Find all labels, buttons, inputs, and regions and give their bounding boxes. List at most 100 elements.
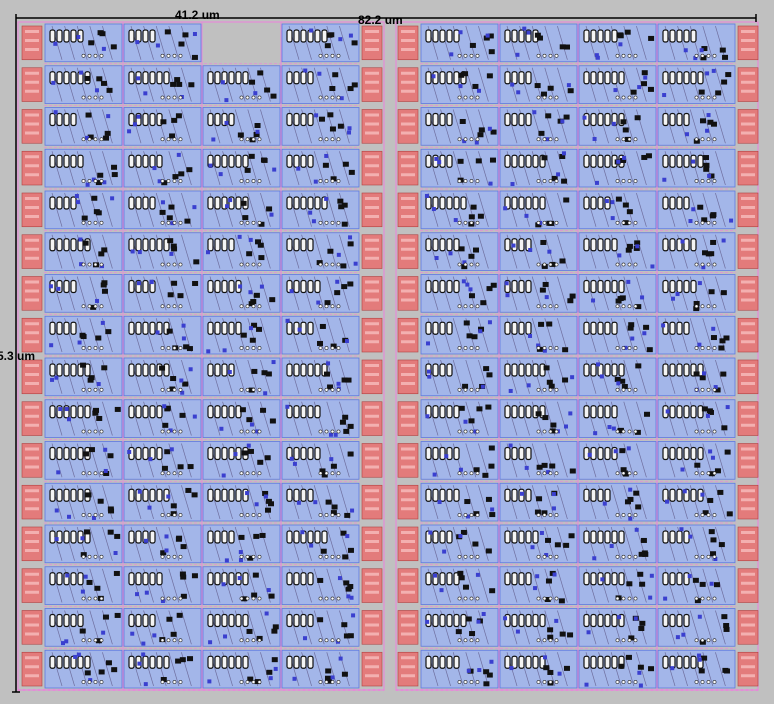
pad-stripe (365, 674, 379, 678)
transistor (314, 279, 321, 294)
transistor (56, 71, 63, 85)
pad-stripe (365, 373, 379, 376)
poly-contact (706, 113, 711, 118)
via (483, 35, 490, 41)
via (347, 423, 354, 429)
contact-dot (627, 179, 632, 183)
route-segment (247, 359, 259, 394)
io-pad (361, 109, 383, 144)
contact-dot (318, 95, 323, 100)
via (341, 622, 348, 628)
contact-dot (627, 471, 632, 476)
via (461, 264, 468, 270)
via (80, 552, 87, 558)
pad-stripe (365, 206, 379, 209)
transistor (314, 405, 321, 419)
via (247, 448, 254, 454)
transistor (669, 446, 676, 461)
transistor (56, 238, 63, 252)
contact-dot (251, 471, 256, 476)
contact-dot (469, 304, 474, 309)
via (568, 533, 575, 539)
contact-dot (166, 95, 171, 100)
via (567, 632, 574, 638)
via (700, 55, 707, 61)
via (266, 206, 273, 212)
via (720, 290, 727, 296)
via (180, 574, 187, 580)
transistor (518, 112, 525, 127)
route-segment (557, 67, 568, 102)
transistor (286, 321, 293, 335)
poly-contact (475, 572, 480, 577)
pad-stripe (401, 414, 415, 418)
via (98, 251, 105, 257)
via (546, 321, 553, 327)
contact-dot (627, 554, 632, 559)
via (185, 487, 192, 493)
via (347, 241, 354, 247)
pad-stripe (25, 30, 39, 33)
pad-stripe (25, 256, 39, 260)
route-segment (339, 610, 350, 645)
contact-dot (318, 304, 323, 309)
transistor (676, 405, 683, 419)
via (486, 286, 493, 292)
transistor (439, 238, 446, 252)
transistor (228, 613, 235, 628)
route-segment (715, 568, 726, 603)
transistor (214, 196, 221, 210)
via (96, 415, 103, 421)
poly-contact (623, 345, 628, 350)
poly-contact (699, 48, 704, 53)
transistor (63, 196, 70, 210)
contact-dot (700, 387, 705, 392)
contact-dot (621, 429, 626, 434)
contact-dot (324, 53, 329, 58)
transistor (511, 29, 518, 43)
poly-contact (600, 577, 605, 582)
contact-dot (554, 387, 559, 392)
via (175, 658, 182, 664)
pad-stripe (25, 623, 39, 627)
via (342, 414, 349, 420)
via (176, 81, 183, 87)
transistor (525, 196, 532, 210)
via (92, 407, 99, 413)
contact-dot (172, 346, 177, 350)
pad-stripe (401, 531, 415, 534)
contact-dot (257, 513, 262, 517)
transistor (293, 530, 300, 544)
route-segment (339, 67, 350, 102)
pad-stripe (365, 215, 379, 218)
contact-dot (633, 220, 638, 225)
transistor (518, 613, 525, 628)
via (176, 612, 183, 618)
route-segment (181, 67, 192, 102)
route-segment (557, 485, 568, 520)
route-segment (544, 568, 556, 603)
transistor (307, 363, 314, 377)
contact-dot (469, 429, 474, 434)
transistor (63, 279, 70, 294)
route-segment (715, 234, 726, 269)
poly-contact (223, 634, 228, 639)
route-segment (313, 652, 325, 687)
transistor (156, 405, 163, 419)
contact-dot (93, 554, 98, 559)
route-segment (181, 359, 192, 394)
via (626, 243, 633, 249)
route-segment (636, 443, 647, 478)
poly-contact (192, 205, 197, 210)
transistor (307, 112, 314, 127)
via (622, 127, 629, 133)
via (554, 542, 561, 548)
via (485, 548, 492, 554)
transistor (300, 321, 307, 335)
via (545, 578, 552, 584)
transistor (583, 321, 590, 335)
contact-dot (457, 220, 462, 225)
poly-contact (662, 93, 667, 98)
transistor (604, 655, 611, 669)
